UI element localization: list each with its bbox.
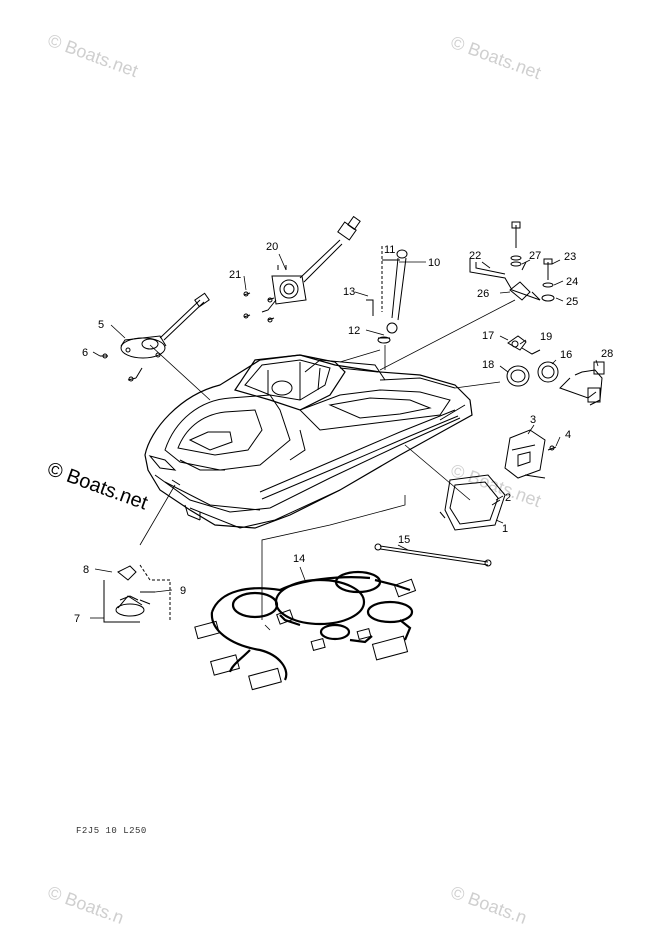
label-19: 19: [540, 331, 552, 343]
label-21: 21: [229, 269, 241, 281]
label-7: 7: [74, 613, 80, 625]
label-22: 22: [469, 250, 481, 262]
part-18-grommet: [506, 365, 530, 387]
part-28-sensor: [559, 361, 605, 406]
part-15-cable: [374, 543, 492, 567]
label-17: 17: [482, 330, 494, 342]
part-number-labels: 1 2 3 4 5 6 7 8 9 10 11 12 13 14 15 16 1…: [74, 241, 613, 625]
label-6: 6: [82, 347, 88, 359]
boat-hull: [144, 354, 473, 529]
label-9: 9: [180, 585, 186, 597]
label-10: 10: [428, 257, 440, 269]
label-3: 3: [530, 414, 536, 426]
part-7-9-cup-holder: [103, 564, 171, 623]
leader-lines: [139, 299, 516, 631]
label-4: 4: [565, 429, 571, 441]
part-22-27-bracket: [469, 221, 555, 302]
label-13: 13: [343, 286, 355, 298]
part-20-gauge: [261, 215, 361, 313]
label-5: 5: [98, 319, 104, 331]
label-8: 8: [83, 564, 89, 576]
label-23: 23: [564, 251, 576, 263]
part-10-13-hose: [366, 246, 408, 344]
label-16: 16: [560, 349, 572, 361]
harness-connectors: [194, 578, 417, 691]
label-20: 20: [266, 241, 278, 253]
label-1: 1: [502, 523, 508, 535]
callout-lines: [90, 253, 599, 619]
label-14: 14: [293, 553, 305, 565]
label-24: 24: [566, 276, 578, 288]
label-2: 2: [505, 492, 511, 504]
diagram-code: F2J5 10 L250: [76, 826, 147, 836]
part-14-harness: [210, 570, 414, 681]
label-27: 27: [529, 250, 541, 262]
label-28: 28: [601, 348, 613, 360]
label-26: 26: [477, 288, 489, 300]
part-6-screw: [100, 353, 143, 382]
label-18: 18: [482, 359, 494, 371]
part-1-bracket: [439, 474, 506, 531]
label-25: 25: [566, 296, 578, 308]
part-3-module: [504, 429, 557, 479]
label-12: 12: [348, 325, 360, 337]
label-15: 15: [398, 534, 410, 546]
part-17-19-clip: [507, 335, 541, 355]
part-16-ring: [537, 361, 559, 383]
part-5-gauge: [120, 292, 210, 359]
label-11: 11: [384, 244, 395, 256]
part-21-screws: [243, 291, 275, 323]
